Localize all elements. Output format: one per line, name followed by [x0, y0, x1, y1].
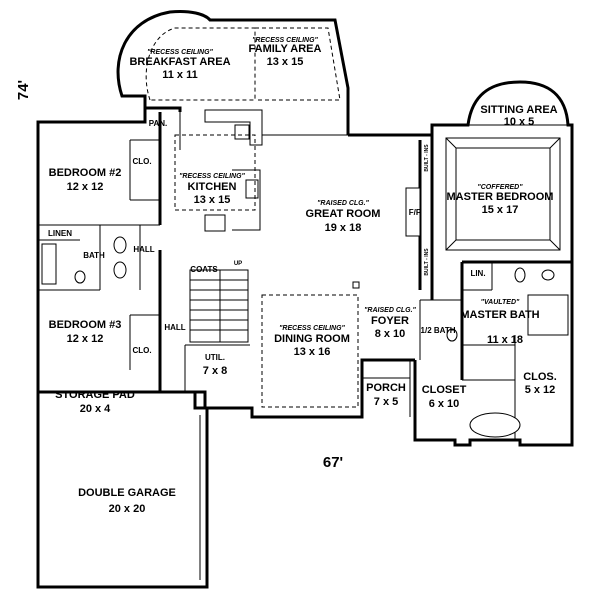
depth-dimension: 74' [15, 80, 32, 100]
closet-size: 6 x 10 [429, 398, 460, 410]
bedroom2-name: BEDROOM #2 [49, 167, 122, 179]
lin-label: LIN. [470, 269, 485, 278]
clos-size: 5 x 12 [525, 384, 556, 396]
dining-room-size: 13 x 16 [294, 346, 331, 358]
porch-name: PORCH [366, 382, 406, 394]
family-name: FAMILY AREA [249, 43, 322, 55]
upper-hall-label: HALL [133, 245, 154, 254]
built-ins-top-label: BUILT - INS [424, 144, 430, 172]
pantry-label: PAN. [149, 119, 168, 128]
linen-label: LINEN [48, 229, 72, 238]
east-wing-walls [348, 80, 574, 447]
foyer-size: 8 x 10 [375, 328, 406, 340]
family-note: "RECESS CEILING" [252, 37, 318, 44]
lower-hall-label: HALL [164, 323, 185, 332]
bath-label: BATH [83, 251, 105, 260]
family-size: 13 x 15 [267, 56, 304, 68]
garage-name: DOUBLE GARAGE [78, 487, 176, 499]
master-bedroom-size: 15 x 17 [482, 204, 519, 216]
walls [36, 10, 574, 589]
storage-pad-size: 20 x 4 [80, 403, 111, 415]
bedroom2-size: 12 x 12 [67, 181, 104, 193]
great-room-size: 19 x 18 [325, 222, 362, 234]
kitchen-name: KITCHEN [188, 181, 237, 193]
coats-label: COATS [190, 265, 218, 274]
bedroom3-closet-label: CLO. [132, 346, 151, 355]
great-room-name: GREAT ROOM [306, 208, 381, 220]
sitting-area-size: 10 x 5 [504, 116, 535, 128]
master-bath-name: MASTER BATH [460, 309, 539, 321]
half-bath-label: 1/2 BATH [421, 326, 456, 335]
master-bath-note: "VAULTED" [481, 299, 520, 306]
foyer-name: FOYER [371, 315, 409, 327]
breakfast-bay-wall [116, 10, 350, 135]
garage-size: 20 x 20 [109, 503, 146, 515]
south-center-walls [160, 358, 415, 419]
stairs-up-label: UP [234, 261, 242, 267]
sitting-area-name: SITTING AREA [480, 104, 557, 116]
kitchen-note: "RECESS CEILING" [179, 173, 245, 180]
built-ins-bottom-label: BUILT - INS [424, 248, 430, 276]
labels: 74' 67' "RECESS CEILING" BREAKFAST AREA … [15, 37, 558, 515]
master-bedroom-note: "COFFERED" [477, 184, 523, 191]
clos-name: CLOS. [523, 371, 557, 383]
partitions [38, 27, 572, 440]
great-room-note: "RAISED CLG." [317, 200, 369, 207]
dining-room-name: DINING ROOM [274, 333, 350, 345]
bedroom2-closet-label: CLO. [132, 157, 151, 166]
closet-name: CLOSET [422, 384, 467, 396]
breakfast-note: "RECESS CEILING" [147, 49, 213, 56]
util-name: UTIL. [205, 353, 225, 362]
bedroom3-size: 12 x 12 [67, 333, 104, 345]
breakfast-size: 11 x 11 [162, 69, 198, 81]
storage-pad-name: STORAGE PAD [55, 389, 135, 401]
west-wing-walls [36, 106, 182, 392]
dining-room-note: "RECESS CEILING" [279, 325, 345, 332]
foyer-note: "RAISED CLG." [364, 307, 416, 314]
fireplace-label: F/P [409, 208, 422, 217]
porch-size: 7 x 5 [374, 396, 398, 408]
master-bath-size: 11 x 18 [487, 334, 523, 346]
util-size: 7 x 8 [203, 365, 227, 377]
breakfast-name: BREAKFAST AREA [129, 56, 230, 68]
master-bedroom-name: MASTER BEDROOM [447, 191, 554, 203]
width-dimension: 67' [323, 454, 343, 471]
kitchen-size: 13 x 15 [194, 194, 231, 206]
bedroom3-name: BEDROOM #3 [49, 319, 122, 331]
